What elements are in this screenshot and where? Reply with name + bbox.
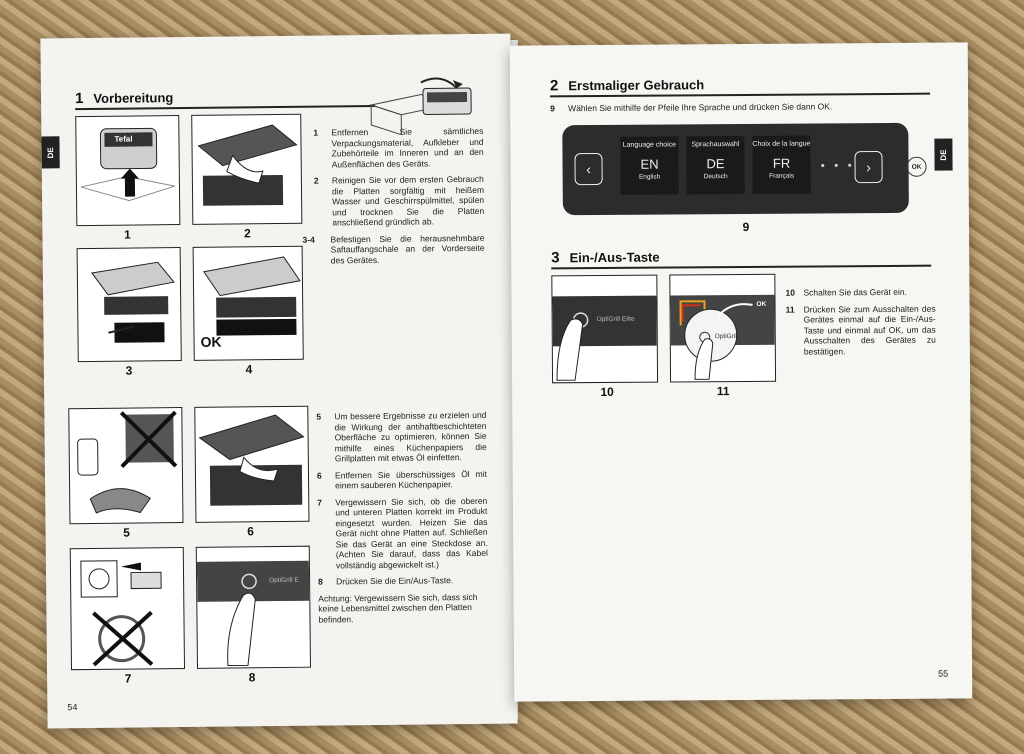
figure-6-number: 6 <box>247 524 254 539</box>
figure-11-number: 11 <box>716 384 730 399</box>
figure-3 <box>76 247 182 363</box>
figure-10: OptiGrill Elite <box>551 274 659 384</box>
figure-1: Tefal <box>75 115 181 227</box>
figure-8-number: 8 <box>248 670 256 685</box>
brand-logo: Tefal <box>114 134 133 144</box>
figure-1-number: 1 <box>124 227 131 242</box>
unpacking-illustration <box>369 77 472 136</box>
figure-2-number: 2 <box>244 226 251 241</box>
figure-11: OptiGrill OK <box>669 273 777 383</box>
figure-4: OK <box>192 245 304 361</box>
page-number-right: 55 <box>938 668 949 679</box>
figure-7 <box>69 547 186 671</box>
figure-10-number: 10 <box>600 384 614 399</box>
panel-11-label: OptiGrill <box>714 333 739 341</box>
language-option-de[interactable]: Sprachauswahl DE Deutsch <box>686 135 745 195</box>
figure-4-number: 4 <box>245 362 253 377</box>
figure-2 <box>191 113 303 225</box>
language-option-fr[interactable]: Choix de la langue FR Français <box>752 135 811 194</box>
arrow-left-button[interactable]: ‹ <box>574 152 603 186</box>
ok-small-label: OK <box>756 300 767 308</box>
figure-5-number: 5 <box>123 525 130 540</box>
figure-5 <box>68 407 184 525</box>
language-option-en[interactable]: Language choice EN English <box>620 136 679 195</box>
panel-10-label: OptiGrill Elite <box>596 315 635 324</box>
figure-8: OptiGrill E <box>195 545 312 669</box>
arrow-right-button[interactable]: › <box>854 151 883 184</box>
figure-9-number: 9 <box>742 219 750 234</box>
ok-button[interactable]: OK <box>906 156 927 177</box>
ok-label: OK <box>200 333 222 350</box>
figure-6 <box>194 405 310 523</box>
language-tab-right: DE <box>934 138 953 171</box>
language-selection-panel: ‹ Language choice EN English Sprachauswa… <box>562 122 909 216</box>
figure-7-number: 7 <box>124 671 132 686</box>
language-tab: DE <box>41 136 60 169</box>
figure-3-number: 3 <box>125 363 133 378</box>
product-label: OptiGrill E <box>269 576 299 585</box>
more-languages-dots: • • • <box>820 158 855 173</box>
page-number-left: 54 <box>67 702 78 713</box>
caution-note: Achtung: Vergewissern Sie sich, dass sic… <box>318 591 478 625</box>
